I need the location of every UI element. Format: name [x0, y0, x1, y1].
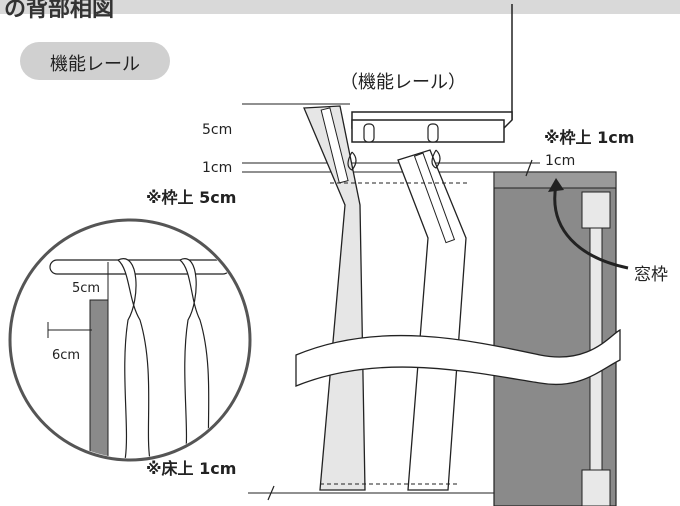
dim-1cm-right-label: 1cm [545, 153, 576, 169]
curtain-left-tape [320, 107, 349, 184]
frame-arrow [553, 184, 629, 270]
dim-5cm-label: 5cm [202, 122, 233, 138]
inset-curtain-a [116, 258, 151, 458]
curtain-right-hook [431, 149, 441, 169]
header-bar: の背部相図 [0, 0, 680, 22]
inset-5cm-label: 5cm [72, 281, 101, 296]
window-frame-label: 窓枠 [634, 265, 668, 285]
runner-right [427, 123, 439, 143]
inset-frame [89, 299, 109, 458]
break-band [295, 328, 621, 387]
right-break-mark [525, 159, 533, 177]
inset-curtain-b [178, 258, 211, 458]
floor-break-mark [267, 485, 275, 501]
rail-type-badge: 機能レール [20, 42, 170, 80]
dim-1cm-left-label: 1cm [202, 160, 233, 176]
window-latch-top [581, 191, 611, 229]
rail-caption: （機能レール） [340, 72, 466, 93]
note-above-5cm: ※枠上 5cm [146, 188, 237, 207]
runner-left [363, 123, 375, 143]
curtain-left-hook [347, 151, 357, 171]
curtain-left [303, 105, 366, 491]
rail-type-label: 機能レール [50, 54, 140, 75]
note-above-1cm: ※枠上 1cm [544, 128, 635, 147]
frame-arrow-head [548, 178, 564, 192]
note-floor-1cm: ※床上 1cm [146, 459, 237, 478]
inset-rail [49, 259, 231, 275]
curtain-right-tape [413, 152, 456, 244]
page-title: の背部相図 [4, 0, 115, 22]
inset-6cm-label: 6cm [52, 348, 81, 363]
window-latch-bottom [581, 469, 611, 506]
